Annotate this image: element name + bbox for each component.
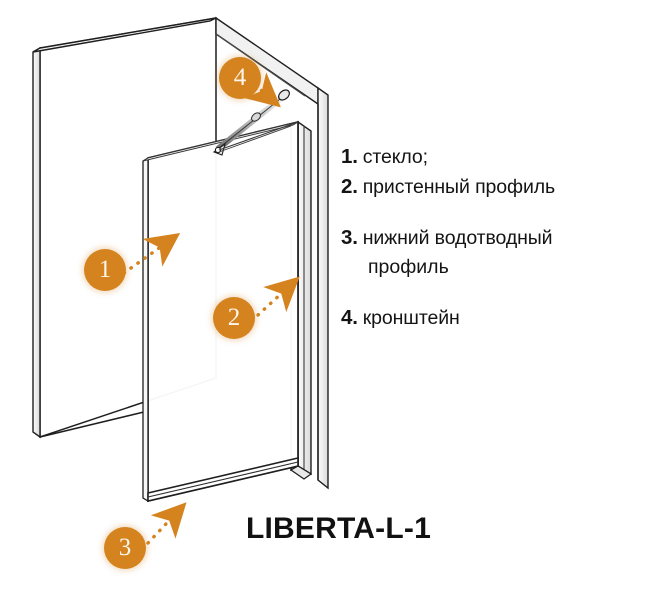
leader-2 <box>256 276 300 317</box>
callout-label-3: 3 <box>118 534 132 561</box>
callout-badge-3: 3 <box>104 527 146 569</box>
callout-label-4: 4 <box>233 64 247 91</box>
callout-badge-1: 1 <box>84 249 126 291</box>
right-wall-panel <box>215 16 329 490</box>
legend-number-2: 2. <box>341 175 358 198</box>
legend-text-2: пристенный профиль <box>362 176 556 198</box>
model-title: LIBERTA-L-1 <box>246 512 431 545</box>
bottom-drain-profile <box>147 456 299 503</box>
callout-badge-4: 4 <box>219 57 261 99</box>
legend-number-4: 4. <box>341 306 358 329</box>
leader-4 <box>244 72 281 108</box>
legend-number-1: 1. <box>341 145 358 168</box>
legend: 1. стекло; 2. пристенный профиль 3. нижн… <box>341 143 641 334</box>
callout-label-1: 1 <box>98 256 112 283</box>
callout-leaders <box>122 72 300 545</box>
legend-item-1: 1. стекло; <box>341 143 641 171</box>
legend-item-3: 3. нижний водотводный <box>341 224 641 252</box>
leader-1 <box>122 233 181 275</box>
legend-item-4: 4. кронштейн <box>341 304 641 332</box>
legend-text-3-continuation: профиль <box>368 256 449 278</box>
legend-text-4: кронштейн <box>362 307 460 329</box>
callout-label-2: 2 <box>227 304 241 331</box>
legend-number-3: 3. <box>341 226 358 249</box>
legend-text-3: нижний водотводный <box>362 227 553 249</box>
legend-item-2: 2. пристенный профиль <box>341 173 641 201</box>
legend-text-1: стекло; <box>362 146 428 168</box>
callout-badge-2: 2 <box>213 297 255 339</box>
leader-3 <box>146 502 187 545</box>
